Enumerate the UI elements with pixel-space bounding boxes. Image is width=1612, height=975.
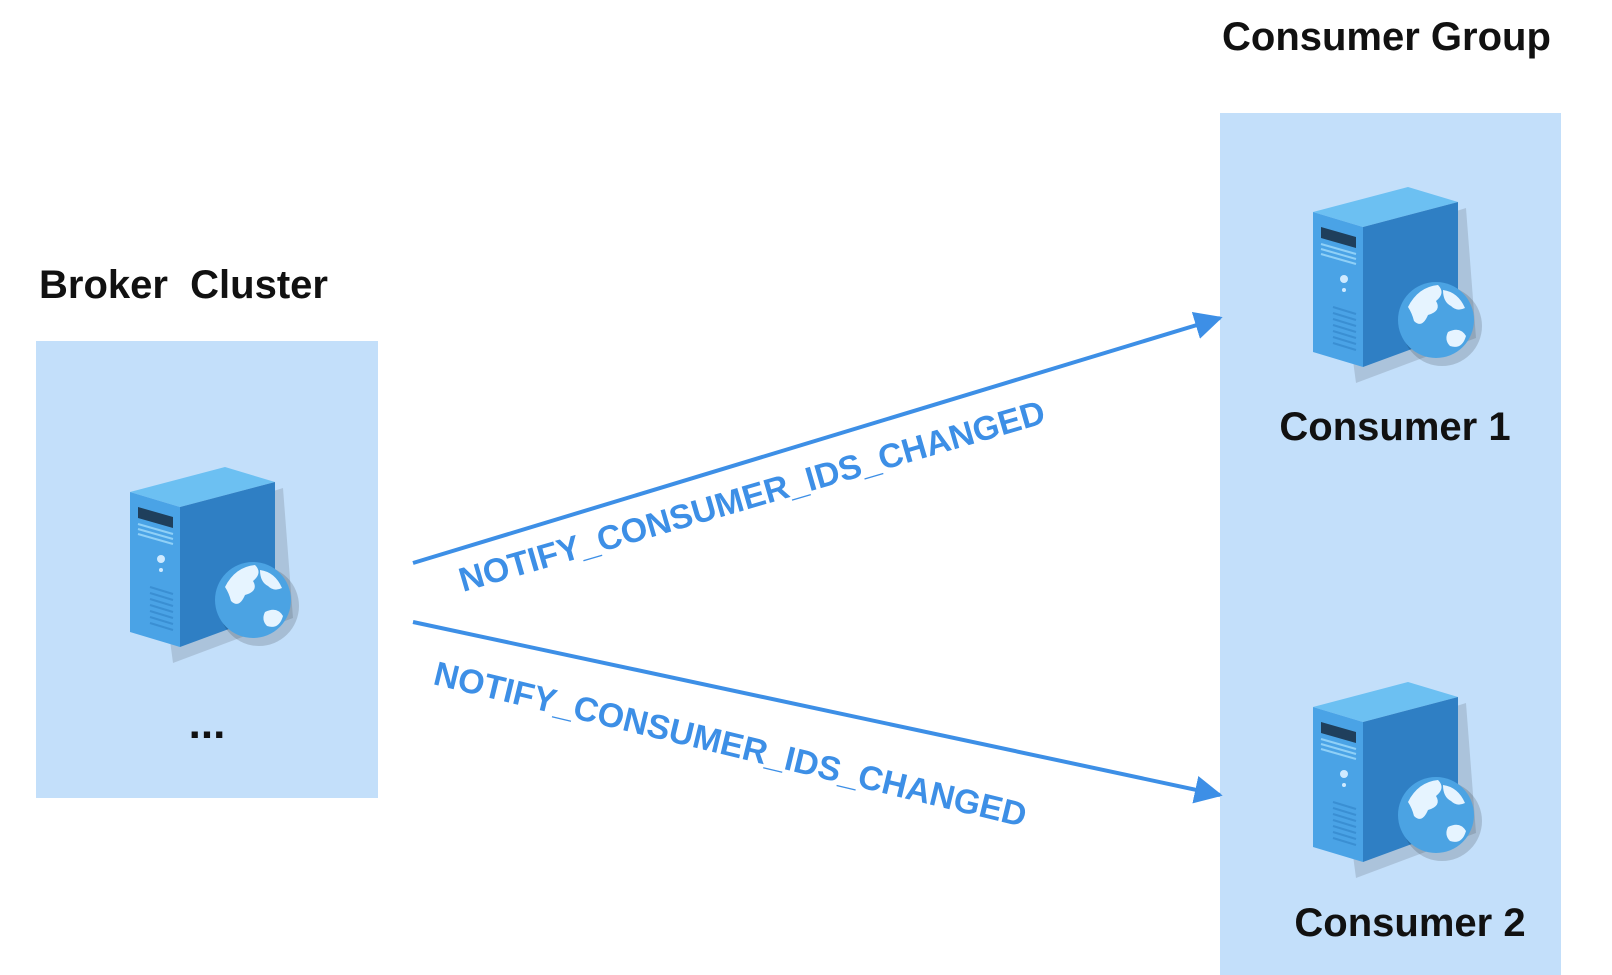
notify-arrow-consumer-1	[412, 311, 1223, 565]
broker-cluster-title: Broker Cluster	[39, 263, 328, 307]
consumer-2-label: Consumer 2	[1294, 901, 1525, 945]
consumer-1-server-icon	[1312, 186, 1483, 384]
broker-server-icon	[129, 466, 300, 664]
notify-label-consumer-2: NOTIFY_CONSUMER_IDS_CHANGED	[430, 655, 1030, 835]
consumer-group-title: Consumer Group	[1222, 15, 1551, 59]
consumer-2-server-icon	[1312, 681, 1483, 879]
broker-more-ellipsis: ...	[189, 699, 226, 748]
notify-arrow-consumer-2	[412, 620, 1223, 804]
notify-label-consumer-1: NOTIFY_CONSUMER_IDS_CHANGED	[455, 393, 1050, 599]
consumer-1-label: Consumer 1	[1279, 405, 1510, 449]
